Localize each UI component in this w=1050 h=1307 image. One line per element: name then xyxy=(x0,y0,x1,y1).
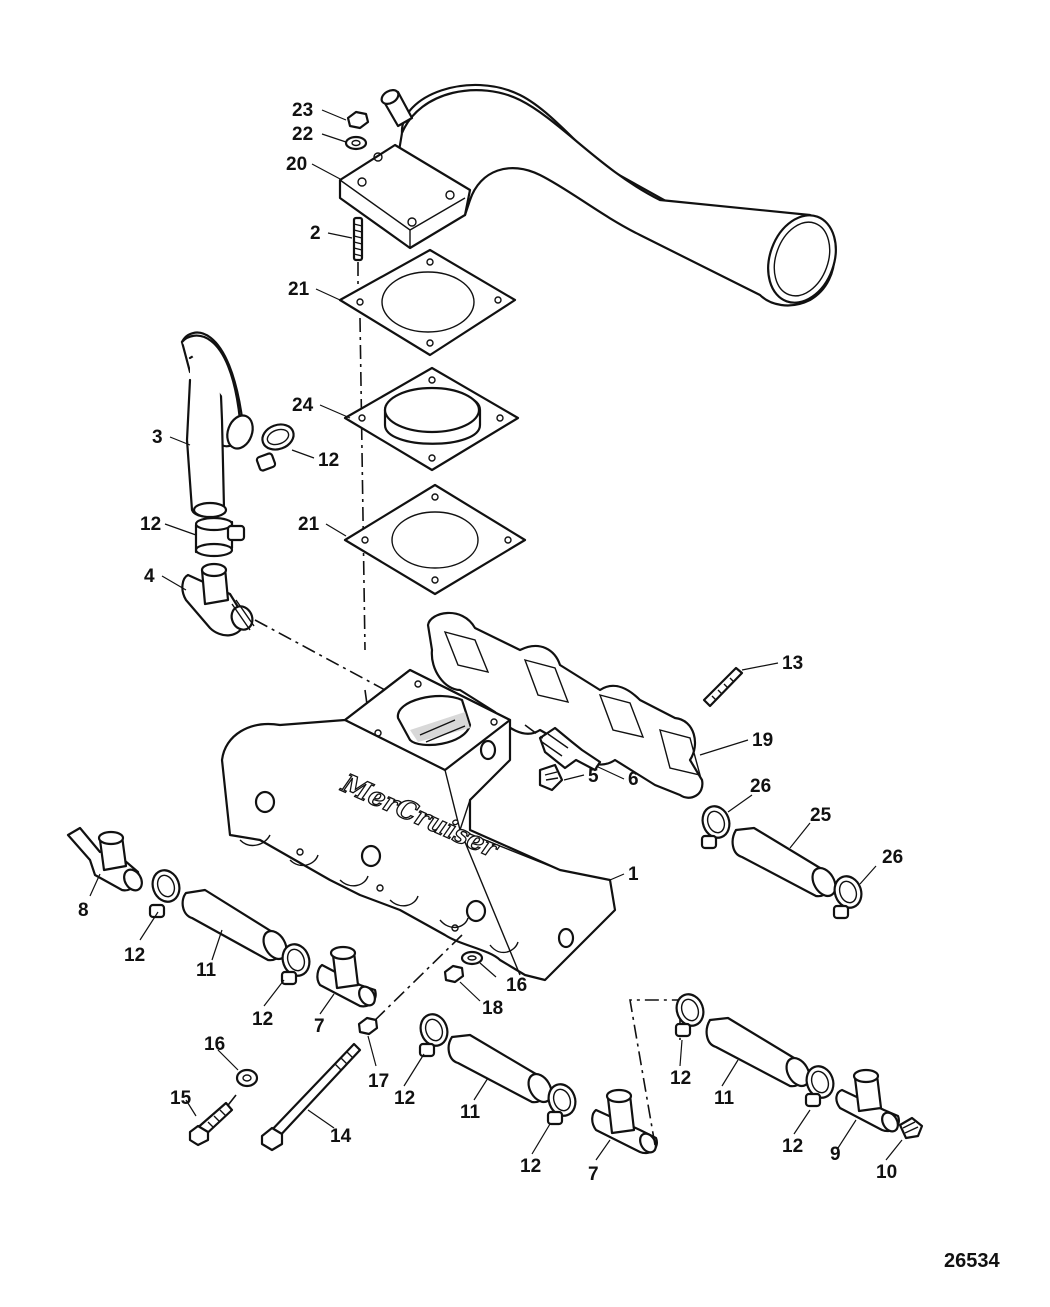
hose-clamp-12-f xyxy=(546,1083,577,1126)
long-bolt-14 xyxy=(260,1042,362,1152)
callout-26-upper: 26 xyxy=(750,776,771,797)
drawing-number: 26534 xyxy=(944,1250,1000,1272)
hose-clamp-26-lower xyxy=(832,875,863,920)
leader-lines xyxy=(89,109,903,1161)
bolt-15 xyxy=(188,1101,234,1147)
callout-12-h: 12 xyxy=(782,1136,803,1157)
hose-clamp-12-a xyxy=(255,423,295,472)
tee-fitting-7-center xyxy=(591,1088,658,1155)
hose-11-right xyxy=(705,1016,811,1088)
hose-11-left xyxy=(181,888,288,962)
nut-17 xyxy=(357,1016,379,1036)
callout-7-left: 7 xyxy=(314,1016,325,1037)
washer-22 xyxy=(344,135,368,151)
callout-2: 2 xyxy=(310,223,321,244)
callout-6: 6 xyxy=(628,769,639,790)
callout-labels: 23 22 20 2 21 24 3 12 12 21 4 13 19 6 5 … xyxy=(78,100,903,1185)
callout-1: 1 xyxy=(628,864,639,885)
hose-clamp-12-c xyxy=(148,869,181,919)
callout-26-lower: 26 xyxy=(882,847,903,868)
callout-10: 10 xyxy=(876,1162,897,1183)
callout-8: 8 xyxy=(78,900,89,921)
callout-21-upper: 21 xyxy=(288,279,310,300)
callout-15: 15 xyxy=(170,1088,192,1109)
callout-12-c: 12 xyxy=(124,945,145,966)
callout-22: 22 xyxy=(292,124,313,145)
hose-clamp-26-upper xyxy=(700,805,731,850)
tee-fitting-7-left xyxy=(316,945,377,1008)
hose-25 xyxy=(731,826,837,898)
callout-3: 3 xyxy=(152,427,163,448)
callout-14: 14 xyxy=(330,1126,352,1147)
hose-11-center xyxy=(447,1033,553,1104)
tee-fitting-4 xyxy=(181,562,255,637)
gasket-21-upper xyxy=(338,248,517,357)
hose-elbow-3 xyxy=(180,331,254,519)
callout-12-d: 12 xyxy=(252,1009,273,1030)
tee-fitting-9 xyxy=(835,1068,900,1133)
callout-21-lower: 21 xyxy=(298,514,320,535)
callout-7-center: 7 xyxy=(588,1164,599,1185)
plug-10 xyxy=(898,1116,924,1140)
hose-clamp-12-g xyxy=(674,993,705,1038)
washer-16-lower xyxy=(235,1068,259,1088)
callout-23: 23 xyxy=(292,100,313,121)
hose-clamp-12-b xyxy=(194,516,246,558)
callout-5: 5 xyxy=(588,766,599,787)
callout-4: 4 xyxy=(144,566,155,587)
callout-18: 18 xyxy=(482,998,503,1019)
fitting-8 xyxy=(66,826,143,892)
callout-11-center: 11 xyxy=(460,1102,481,1123)
callout-12-b: 12 xyxy=(140,514,161,535)
callout-11-left: 11 xyxy=(196,960,217,981)
callout-19: 19 xyxy=(752,730,773,751)
callout-16-upper: 16 xyxy=(506,975,527,996)
nut-23 xyxy=(346,110,370,130)
callout-11-right: 11 xyxy=(714,1088,735,1109)
callout-12-f: 12 xyxy=(520,1156,541,1177)
fitting-6 xyxy=(524,724,602,772)
gasket-21-lower xyxy=(343,483,527,596)
callout-12-g: 12 xyxy=(670,1068,691,1089)
stud-2 xyxy=(352,216,364,262)
stud-13 xyxy=(702,666,744,708)
callout-16-lower: 16 xyxy=(204,1034,225,1055)
callout-12-a: 12 xyxy=(318,450,339,471)
spacer-24 xyxy=(343,366,520,472)
nut-18 xyxy=(443,964,465,984)
callout-25: 25 xyxy=(810,805,832,826)
hose-clamp-12-e xyxy=(418,1013,449,1058)
callout-17: 17 xyxy=(368,1071,389,1092)
callout-20: 20 xyxy=(286,154,307,175)
callout-13: 13 xyxy=(782,653,803,674)
exhaust-elbow xyxy=(338,83,837,307)
callout-24: 24 xyxy=(292,395,314,416)
callout-9: 9 xyxy=(830,1144,841,1165)
hose-clamp-12-d xyxy=(280,943,311,986)
plug-5 xyxy=(538,763,564,792)
hose-clamp-12-h xyxy=(804,1065,835,1108)
callout-12-e: 12 xyxy=(394,1088,415,1109)
washer-16-upper xyxy=(460,950,484,966)
